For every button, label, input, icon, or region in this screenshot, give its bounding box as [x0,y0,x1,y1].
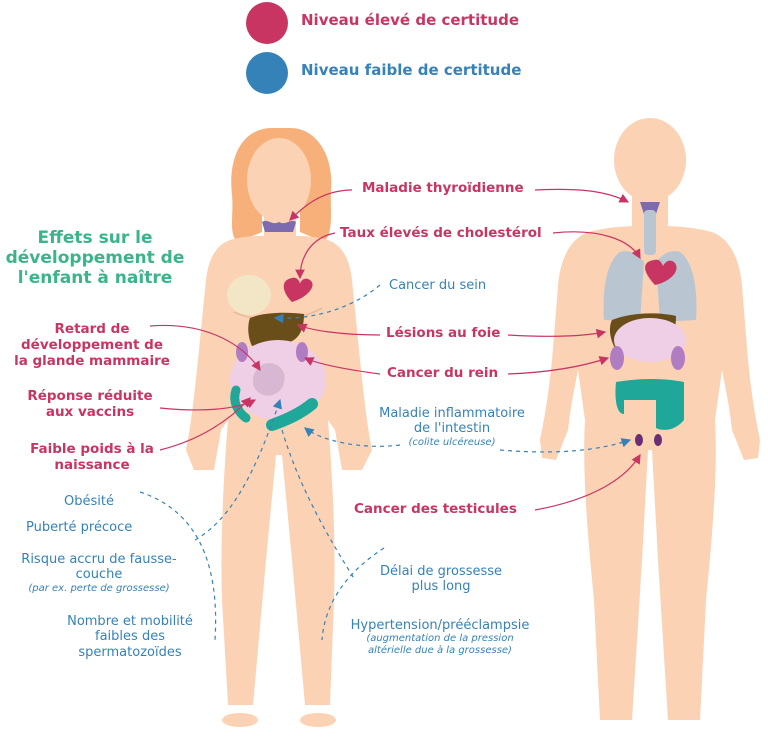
female-thyroid [262,220,296,232]
female-figure [186,128,372,727]
label-liver: Lésions au foie [386,325,501,341]
male-lung-left [603,251,644,322]
label-hypertension-note: (augmentation de la pression altérielle … [366,633,514,657]
label-hypertension: Hypertension/prééclampsie (augmentation … [330,618,550,657]
label-ibd-note: (colite ulcéreuse) [408,436,496,448]
legend-high-dot [246,2,288,44]
label-ibd-text: Maladie inflammatoire de l'intestin [379,406,525,437]
label-obesity: Obésité [64,494,114,509]
legend-low-dot [246,52,288,94]
child-effects-title: Effets sur le développement de l'enfant … [5,228,185,289]
female-kidney-right [296,342,308,362]
label-cholesterol: Taux élevés de cholestérol [340,225,542,241]
female-liver [248,312,304,346]
label-mammary-delay: Retard de développement de la glande mam… [14,321,170,369]
label-miscarriage-text: Risque accru de fausse-couche [21,552,177,583]
male-figure [540,118,760,720]
legend-high-label: Niveau élevé de certitude [301,11,519,29]
male-intestine [615,379,684,430]
label-hypertension-text: Hypertension/prééclampsie [350,618,530,633]
label-vaccine-response: Réponse réduite aux vaccins [27,388,153,420]
label-thyroid: Maladie thyroïdienne [362,180,524,196]
high-arrows [149,188,641,511]
label-breast-cancer: Cancer du sein [389,278,487,293]
male-body [540,226,760,720]
female-body [186,235,372,705]
label-kidney-cancer: Cancer du rein [387,365,499,381]
label-pregnancy-delay: Délai de grossesse plus long [379,564,503,595]
label-sperm: Nombre et mobilité faibles des spermatoz… [67,614,193,660]
low-arrows [139,284,632,641]
label-miscarriage-note: (par ex. perte de grossesse) [28,582,170,594]
female-head [247,138,311,222]
male-head [614,118,686,202]
label-ibd: Maladie inflammatoire de l'intestin (col… [372,406,532,448]
label-early-puberty: Puberté précoce [26,520,133,535]
label-low-birth-weight: Faible poids à la naissance [30,441,154,473]
legend-low-label: Niveau faible de certitude [301,61,522,79]
breast-gland [227,275,271,315]
female-kidney-left [236,342,248,362]
male-thyroid [640,202,660,214]
fetus [252,363,285,396]
male-heart [645,259,677,285]
label-testicular-cancer: Cancer des testicules [354,501,517,517]
label-miscarriage: Risque accru de fausse-couche (par ex. p… [14,552,184,594]
female-heart [283,277,313,302]
